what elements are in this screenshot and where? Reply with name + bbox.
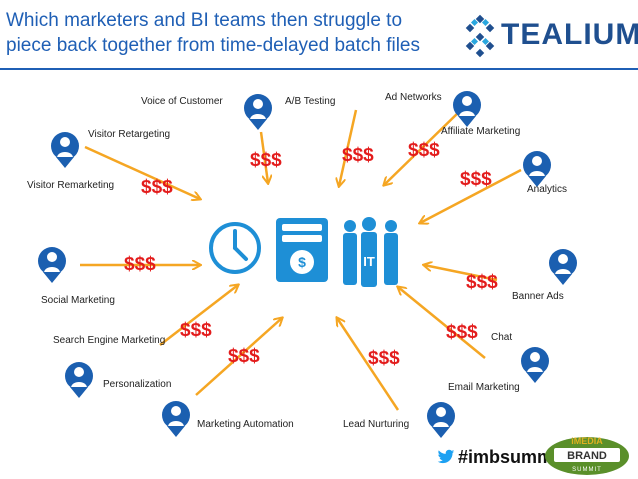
cost-marker: $$$: [141, 177, 173, 198]
role-label-personalization: Personalization: [103, 379, 172, 390]
badge-imedia: iMEDIA: [571, 436, 603, 446]
arrow-ad-networks: [384, 109, 462, 185]
person-icon: [37, 246, 67, 284]
title-divider: [0, 68, 638, 70]
badge-summit: SUMMIT: [572, 467, 602, 473]
person-icon: [548, 248, 578, 286]
cost-marker: $$$: [446, 322, 478, 343]
it-team-icon: IT: [343, 217, 398, 287]
it-label: IT: [363, 254, 375, 269]
arrow-chat: [398, 287, 486, 359]
role-label-marketing-automation: Marketing Automation: [197, 419, 294, 430]
role-label-visitor-remarketing: Visitor Remarketing: [27, 180, 115, 191]
role-label-search-engine-marketing: Search Engine Marketing: [53, 335, 166, 346]
arrow-marketing-automation: [195, 318, 282, 396]
event-hashtag: #imbsummit: [458, 447, 565, 467]
person-icon: [161, 400, 191, 438]
cost-marker: $$$: [408, 140, 440, 161]
role-label-banner-ads: Banner Ads: [512, 291, 564, 302]
cost-marker: $$$: [466, 272, 498, 293]
role-label-lead-nurturing: Lead Nurturing: [343, 419, 410, 430]
tealium-mark-icon: [465, 14, 495, 58]
budget-server-icon: $: [276, 218, 328, 282]
arrow-group: [80, 109, 522, 411]
cost-marker: $$$: [460, 169, 492, 190]
role-label-a-b-testing: A/B Testing: [285, 96, 336, 107]
role-label-affiliate-marketing: Affiliate Marketing: [441, 126, 521, 137]
cost-marker: $$$: [180, 320, 212, 341]
arrow-analytics: [420, 168, 522, 223]
person-icon: [426, 401, 456, 439]
cost-marker: $$$: [342, 145, 374, 166]
person-icon: [452, 90, 482, 128]
role-label-chat: Chat: [491, 332, 513, 343]
arrow-a-b-testing: [339, 109, 358, 186]
person-icon: [50, 131, 80, 169]
tealium-wordmark: TEALIUM: [501, 18, 638, 51]
cost-marker: $$$: [368, 348, 400, 369]
cost-marker: $$$: [124, 254, 156, 275]
person-icon: [64, 361, 94, 399]
person-icon: [522, 150, 552, 188]
role-label-social-marketing: Social Marketing: [41, 295, 115, 306]
twitter-bird-icon: [437, 449, 455, 464]
cost-marker: $$$: [250, 150, 282, 171]
role-label-analytics: Analytics: [527, 184, 568, 195]
arrow-voice-of-customer: [259, 131, 268, 183]
badge-brand: BRAND: [567, 450, 607, 462]
role-label-ad-networks: Ad Networks: [385, 92, 442, 103]
arrow-lead-nurturing: [337, 318, 400, 411]
tealium-logo: TEALIUM: [462, 14, 638, 58]
cost-marker: $$$: [228, 346, 260, 367]
slide-title: Which marketers and BI teams then strugg…: [6, 10, 420, 56]
role-label-visitor-retargeting: Visitor Retargeting: [88, 129, 171, 140]
arrow-visitor-retargeting: [84, 145, 200, 199]
clock-icon: [209, 222, 261, 274]
imedia-brand-summit-badge: iMEDIA BRAND SUMMIT: [545, 436, 629, 475]
arrow-banner-ads: [424, 265, 498, 282]
role-label-voice-of-customer: Voice of Customer: [141, 96, 223, 107]
person-icon: [243, 93, 273, 131]
arrow-search-engine-marketing: [159, 285, 238, 346]
svg-text:$: $: [298, 254, 306, 270]
role-label-email-marketing: Email Marketing: [448, 382, 520, 393]
person-icon: [520, 346, 550, 384]
